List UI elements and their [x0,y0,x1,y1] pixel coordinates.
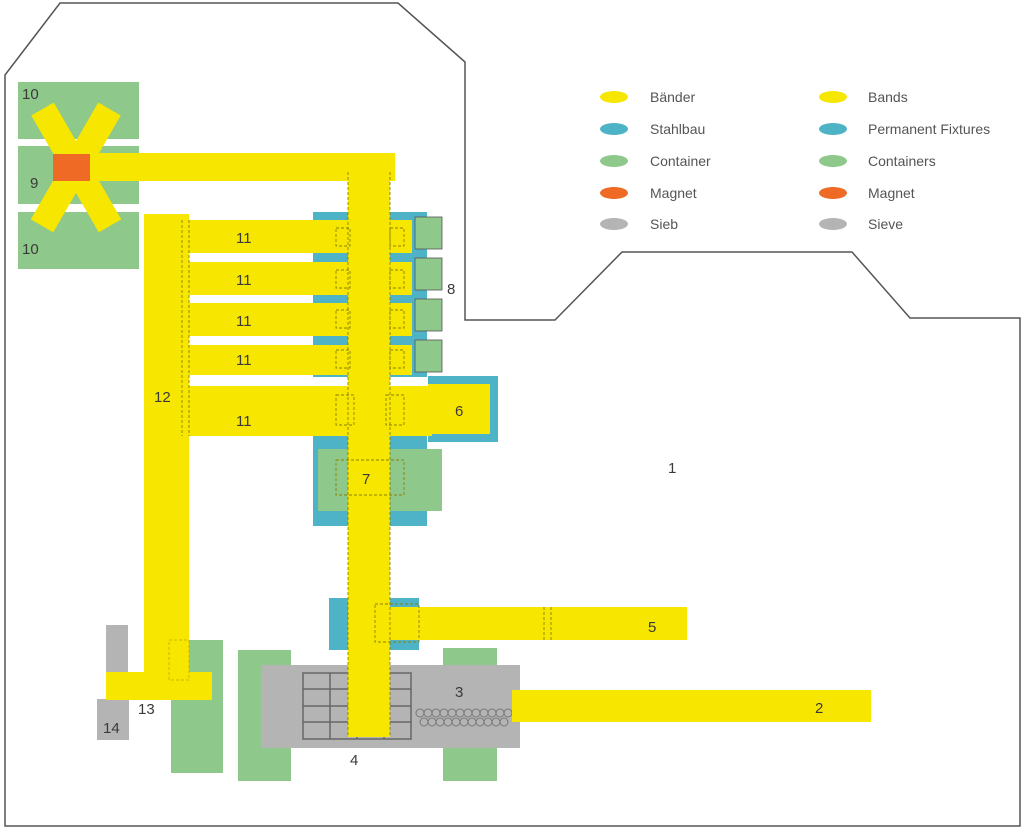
legend-en-steel: Permanent Fixtures [868,121,990,137]
legend: Bänder Stahlbau Container Magnet Sieb Ba… [600,89,990,232]
legend-swatch-magnet-en [819,187,847,199]
band-5 [375,607,687,640]
legend-swatch-bands-en [819,91,847,103]
label-5: 5 [648,619,656,636]
legend-en-bands: Bands [868,89,908,105]
label-8: 8 [447,281,455,298]
legend-de-sieve: Sieb [650,216,678,232]
container-8-b [414,257,443,291]
label-14: 14 [103,720,120,737]
label-11-d: 11 [236,352,252,369]
label-10-bottom: 10 [22,241,39,258]
label-6: 6 [455,403,463,420]
legend-swatch-steel-en [819,123,847,135]
legend-swatch-container-en [819,155,847,167]
band-main-vertical [348,172,390,737]
label-2: 2 [815,700,823,717]
legend-swatch-bands [600,91,628,103]
band-13-joint [168,639,190,681]
legend-swatch-sieve [600,218,628,230]
label-11-a: 11 [236,230,252,247]
band-9 [80,153,395,181]
building-outline [4,2,1021,827]
sieve-rollers [415,708,513,727]
legend-en-container: Containers [868,153,936,169]
legend-de-bands: Bänder [650,89,695,105]
legend-swatch-sieve-en [819,218,847,230]
legend-swatch-steel [600,123,628,135]
label-11-b: 11 [236,272,252,289]
legend-de-steel: Stahlbau [650,121,705,137]
band-12 [144,214,189,677]
band-2 [512,690,871,722]
label-13: 13 [138,701,155,718]
container-8-a [414,216,443,250]
label-4: 4 [350,752,358,769]
label-1: 1 [668,460,676,477]
legend-en-sieve: Sieve [868,216,903,232]
legend-de-container: Container [650,153,711,169]
label-7: 7 [362,471,370,488]
container-8-c [414,298,443,332]
label-9: 9 [30,175,38,192]
label-12: 12 [154,389,171,406]
label-3: 3 [455,684,463,701]
legend-swatch-magnet [600,187,628,199]
band-11-e [182,386,432,436]
container-8-d [414,339,443,373]
label-10-top: 10 [22,86,39,103]
band-13 [106,672,212,700]
container-10-top [18,82,139,139]
legend-swatch-container [600,155,628,167]
label-11-e: 11 [236,413,252,430]
magnet [53,154,90,181]
band-6 [428,384,490,434]
legend-de-magnet: Magnet [650,185,697,201]
legend-en-magnet: Magnet [868,185,915,201]
sieve-14 [97,699,129,740]
dashed-outlines [181,172,552,737]
label-11-c: 11 [236,313,252,330]
